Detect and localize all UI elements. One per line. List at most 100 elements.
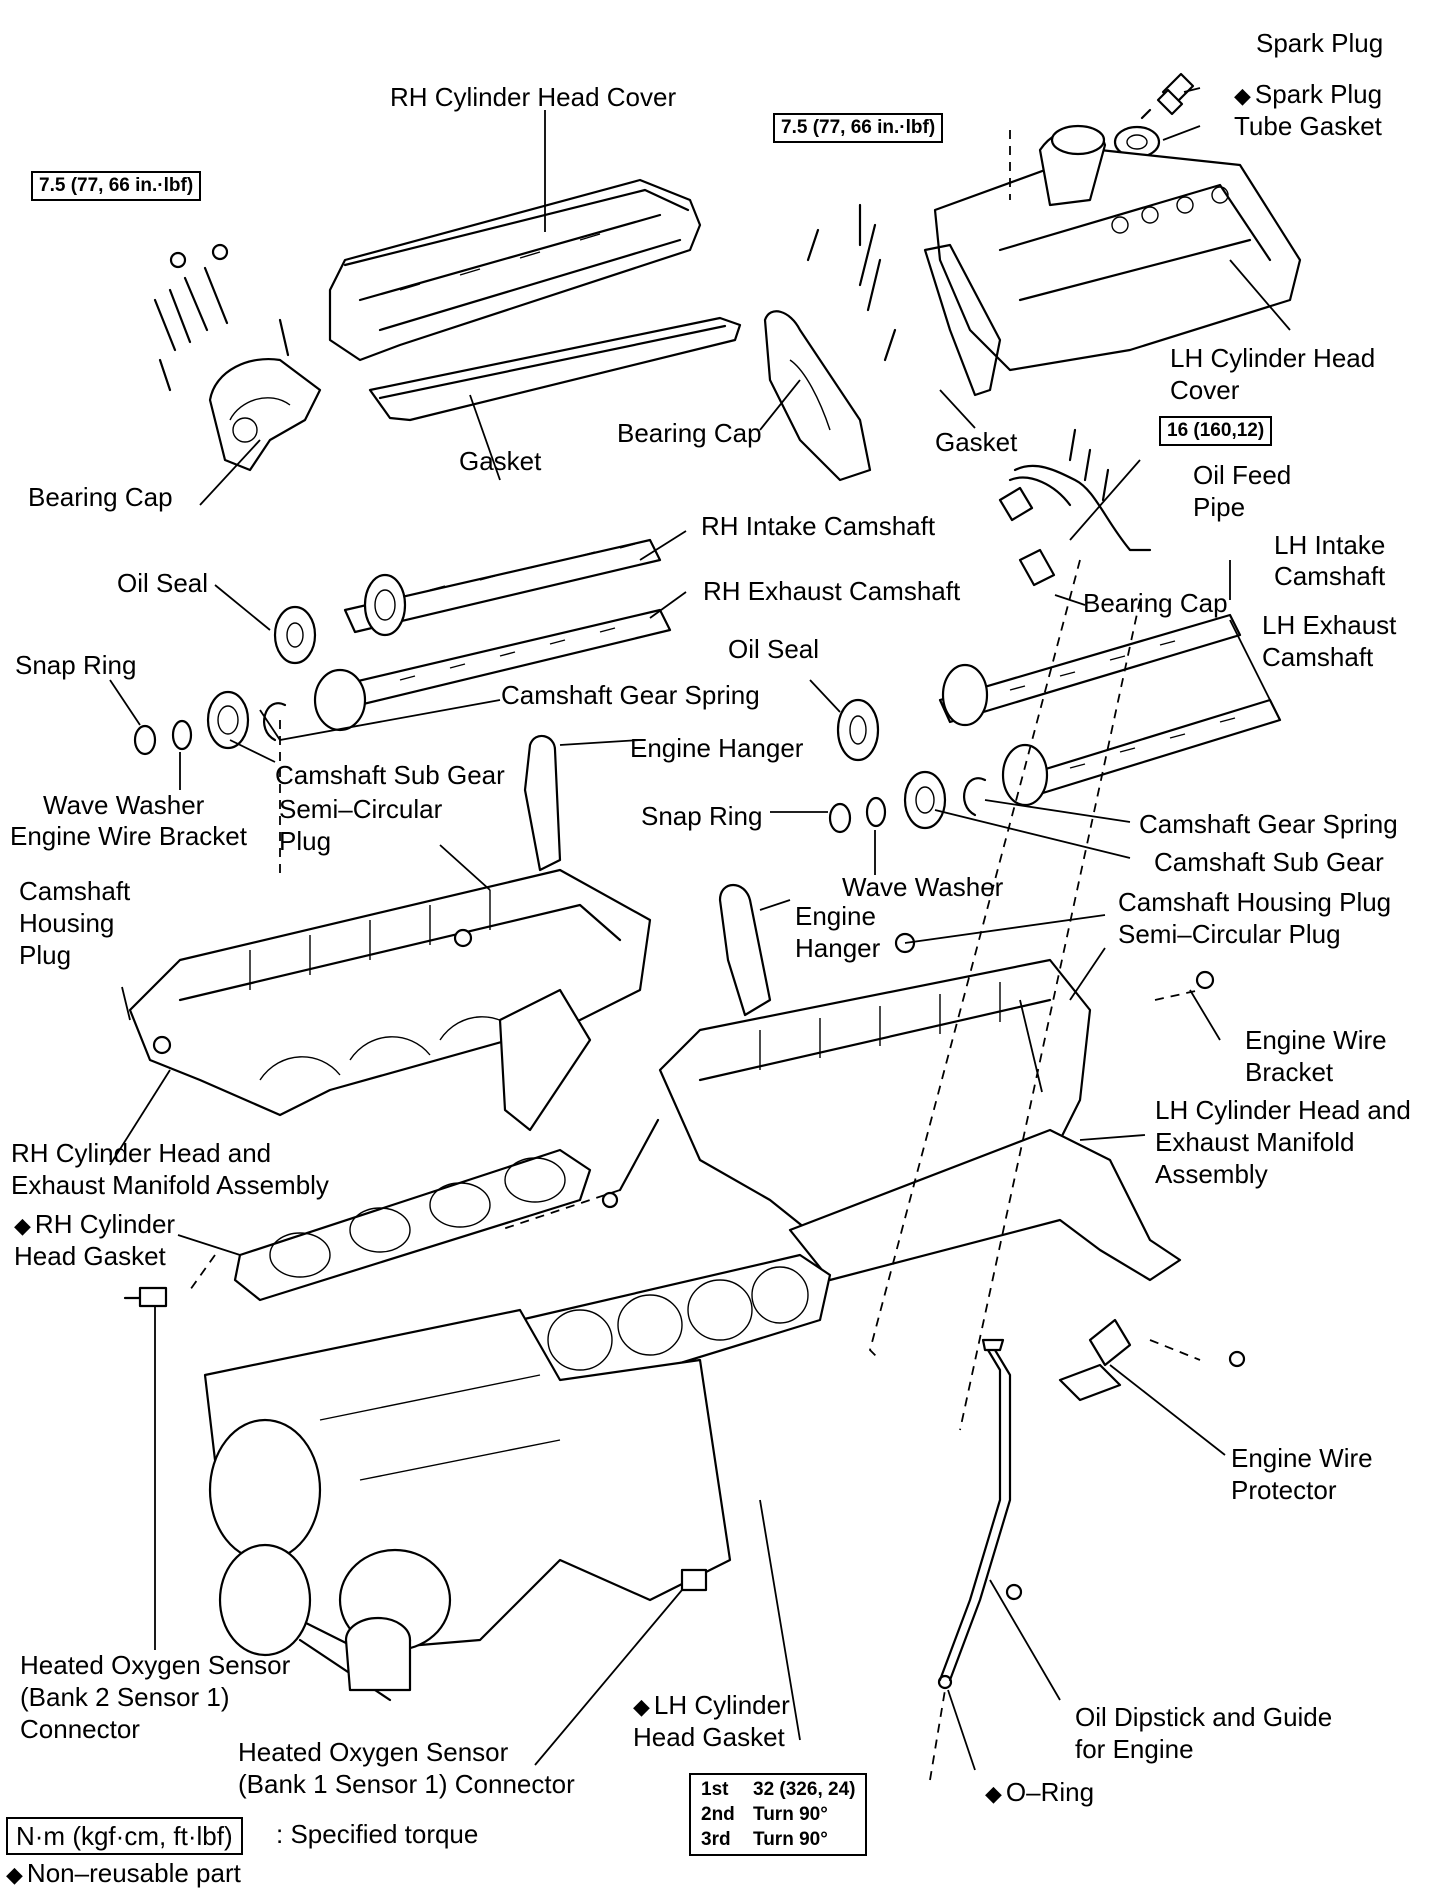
label-oil-dipstick-guide-line2: for Engine: [1075, 1734, 1194, 1764]
label-lh-cylinder-head-cover: LH Cylinder Head: [1170, 343, 1376, 373]
label-lh-head-exhaust-assembly-line3: Assembly: [1155, 1159, 1268, 1189]
label-rh-cylinder-head-cover: RH Cylinder Head Cover: [390, 82, 677, 112]
label-rh-head-exhaust-assembly: RH Cylinder Head and: [11, 1138, 272, 1168]
torque-spec-bearing-cap-left: 7.5 (77, 66 in.·lbf): [31, 171, 202, 201]
rh-cylinder-head-assembly: [128, 868, 652, 1132]
non-reusable-icon: ◆: [6, 1862, 23, 1887]
label-camshaft-sub-gear-right: Camshaft Sub Gear: [1154, 847, 1384, 877]
legend-torque-description: : Specified torque: [276, 1819, 479, 1849]
camshaft-gear-spring-right: [963, 777, 987, 817]
label-camshaft-gear-spring-right: Camshaft Gear Spring: [1139, 809, 1398, 839]
label-lh-cylinder-head-gasket-line2: Head Gasket: [633, 1722, 785, 1752]
label-spark-plug-tube-gasket: ◆Spark Plug: [1234, 79, 1383, 109]
label-ho2s-bank2: Heated Oxygen Sensor: [20, 1650, 291, 1680]
rh-exhaust-camshaft: [313, 608, 672, 732]
non-reusable-icon: ◆: [985, 1781, 1002, 1806]
label-rh-cylinder-head-gasket: ◆RH Cylinder: [14, 1209, 176, 1239]
misc-bolts: [123, 928, 1246, 1690]
lh-cover-gasket: [923, 243, 1002, 397]
label-camshaft-housing-plug-left-line2: Housing: [19, 908, 115, 938]
oil-seal-left: [273, 605, 317, 665]
label-snap-ring-left: Snap Ring: [15, 650, 137, 680]
leader-lines: [109, 87, 1291, 1771]
engine-hanger-mid: [718, 884, 772, 1017]
label-oil-feed-pipe-line2: Pipe: [1193, 492, 1246, 522]
wave-washer-right: [865, 796, 887, 828]
lh-intake-camshaft: [938, 613, 1242, 727]
legend-non-reusable: ◆Non–reusable part: [6, 1858, 241, 1888]
label-engine-wire-protector: Engine Wire: [1231, 1443, 1373, 1473]
label-oil-dipstick-guide: Oil Dipstick and Guide: [1075, 1702, 1333, 1732]
label-camshaft-housing-plug-left: Camshaft: [19, 876, 131, 906]
label-semi-circular-plug-right: Semi–Circular Plug: [1118, 919, 1341, 949]
label-semi-circular-plug-left: Semi–Circular: [279, 794, 443, 824]
camshaft-sub-gear-right: [903, 770, 947, 830]
label-engine-hanger-mid-line2: Hanger: [795, 933, 881, 963]
label-engine-hanger-top: Engine Hanger: [630, 733, 804, 763]
label-lh-exhaust-camshaft: LH Exhaust: [1262, 610, 1397, 640]
oil-feed-pipe: [998, 428, 1152, 587]
lh-cylinder-head-assembly: [658, 958, 1182, 1282]
label-gasket-lh: Gasket: [935, 427, 1018, 457]
label-oil-seal-left: Oil Seal: [117, 568, 209, 598]
label-ho2s-bank2-line2: (Bank 2 Sensor 1): [20, 1682, 230, 1712]
label-semi-circular-plug-left-line2: Plug: [279, 826, 332, 856]
oil-dipstick-guide: [938, 1338, 1012, 1682]
label-gasket-rh: Gasket: [459, 446, 542, 476]
label-bearing-cap-left: Bearing Cap: [28, 482, 173, 512]
label-ho2s-bank1-line2: (Bank 1 Sensor 1) Connector: [238, 1769, 575, 1799]
label-lh-exhaust-camshaft-line2: Camshaft: [1262, 642, 1374, 672]
label-wave-washer-left: Wave Washer: [43, 790, 205, 820]
label-ho2s-bank2-line3: Connector: [20, 1714, 140, 1744]
label-camshaft-sub-gear-left: Camshaft Sub Gear: [275, 760, 505, 790]
rh-cylinder-head-gasket: [233, 1148, 592, 1302]
rh-cylinder-head-cover: [328, 178, 702, 362]
label-wave-washer-right: Wave Washer: [842, 872, 1004, 902]
wave-washer-left: [171, 719, 193, 751]
label-engine-hanger-mid: Engine: [795, 901, 876, 931]
snap-ring-left: [133, 724, 157, 756]
label-oil-seal-center: Oil Seal: [728, 634, 820, 664]
label-lh-cylinder-head-gasket: ◆LH Cylinder: [633, 1690, 790, 1720]
label-oil-feed-pipe: Oil Feed: [1193, 460, 1292, 490]
oil-seal-center: [836, 698, 880, 762]
label-engine-wire-bracket-right: Engine Wire: [1245, 1025, 1387, 1055]
label-bearing-cap-center: Bearing Cap: [617, 418, 762, 448]
label-rh-exhaust-camshaft: RH Exhaust Camshaft: [703, 576, 961, 606]
label-o-ring: ◆O–Ring: [985, 1777, 1095, 1807]
label-engine-wire-bracket-left: Engine Wire Bracket: [10, 821, 247, 851]
torque-spec-oil-feed-pipe: 16 (160,12): [1159, 416, 1273, 446]
non-reusable-icon: ◆: [1234, 83, 1251, 108]
label-spark-plug: Spark Plug: [1256, 28, 1384, 58]
bearing-cap-center: [763, 203, 897, 482]
camshaft-sub-gear-left: [206, 690, 250, 750]
label-ho2s-bank1: Heated Oxygen Sensor: [238, 1737, 509, 1767]
label-spark-plug-tube-gasket-line2: Tube Gasket: [1234, 111, 1382, 141]
torque-spec-bearing-cap-center: 7.5 (77, 66 in.·lbf): [773, 113, 944, 143]
label-lh-cylinder-head-cover-line2: Cover: [1170, 375, 1240, 405]
lh-exhaust-camshaft: [1001, 698, 1282, 807]
label-lh-intake-camshaft: LH Intake: [1274, 530, 1386, 560]
label-engine-wire-bracket-right-line2: Bracket: [1245, 1057, 1334, 1087]
lh-cylinder-head-cover: [933, 124, 1302, 372]
rh-cover-gasket: [368, 316, 742, 422]
non-reusable-icon: ◆: [633, 1694, 650, 1719]
label-engine-wire-protector-line2: Protector: [1231, 1475, 1337, 1505]
label-lh-intake-camshaft-line2: Camshaft: [1274, 561, 1386, 591]
label-rh-head-exhaust-assembly-line2: Exhaust Manifold Assembly: [11, 1170, 329, 1200]
legend-torque-units: N·m (kgf·cm, ft·lbf): [6, 1817, 243, 1855]
engine-wire-protector: [1058, 1318, 1132, 1402]
engine-block: [203, 1308, 732, 1702]
label-camshaft-housing-plug-right: Camshaft Housing Plug: [1118, 887, 1392, 917]
non-reusable-icon: ◆: [14, 1213, 31, 1238]
label-camshaft-gear-spring-left: Camshaft Gear Spring: [501, 680, 760, 710]
camshaft-gear-spring-left: [263, 702, 287, 742]
spark-plug: [1140, 72, 1195, 120]
snap-ring-right: [828, 802, 852, 834]
alignment-lines: [189, 130, 1201, 1781]
